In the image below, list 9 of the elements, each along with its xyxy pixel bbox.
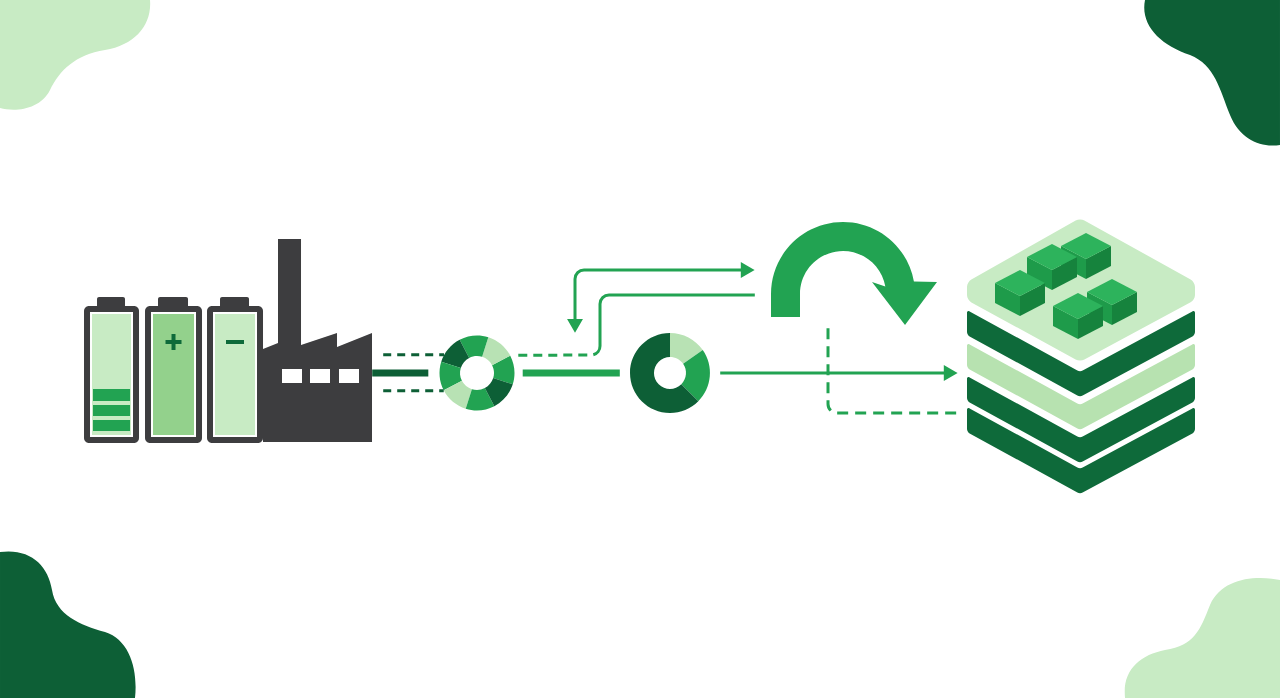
dashed-line (383, 389, 444, 393)
dashed-line (518, 293, 755, 357)
segmented-ring (439, 335, 515, 411)
curved-arrow (771, 222, 937, 325)
dashed-line (383, 353, 445, 357)
dashed-line (826, 328, 957, 415)
layered-stack (967, 219, 1195, 494)
segmented-ring (630, 333, 710, 413)
factory-illustration (263, 239, 372, 442)
